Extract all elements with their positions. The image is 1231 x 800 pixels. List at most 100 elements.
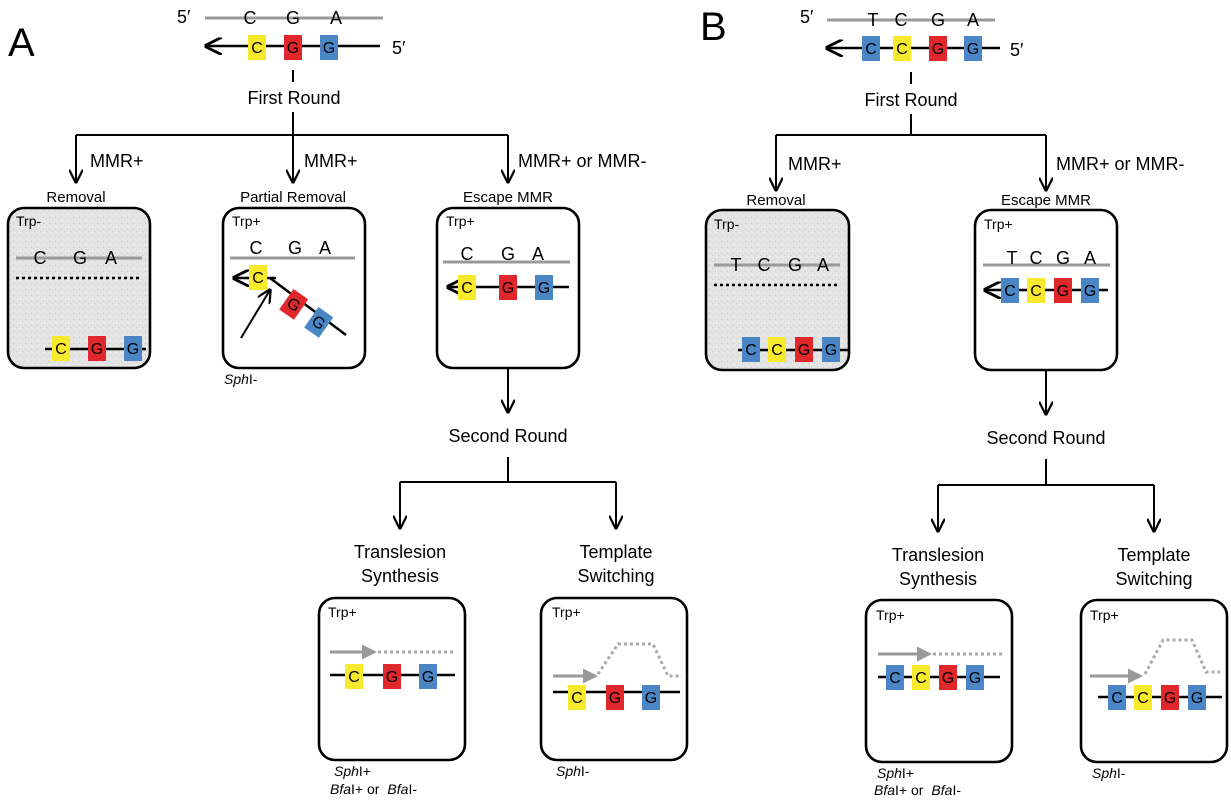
b-removal-a: A: [817, 255, 829, 275]
b-removal-c: C: [758, 255, 771, 275]
b-base-g1: G: [932, 41, 944, 58]
top-lesion-bases: C G G: [248, 35, 338, 60]
b-removal-box: Trp- T C G A C C G G: [704, 208, 851, 372]
panel-b: B 5′ T C G A 5′ C C G G First Round: [700, 5, 1229, 798]
escape-mmr-title: Escape MMR: [463, 189, 553, 206]
ts-box-a: Trp+ C G G: [539, 596, 689, 762]
b-top-base-c: C: [895, 10, 908, 30]
b-escape-t: T: [1007, 248, 1018, 268]
b-trp-minus: Trp-: [714, 216, 739, 232]
second-round-label: Second Round: [448, 426, 567, 446]
b-ts-lesion-g1: G: [1164, 690, 1176, 707]
panel-b-second-branch: [938, 459, 1154, 531]
b-tls-lesion-g1: G: [942, 670, 954, 687]
ts-enzyme: SphI-: [556, 763, 590, 779]
partial-lesion-c: C: [252, 270, 264, 287]
b-ts-label-1: Template: [1117, 545, 1190, 565]
ts-lesion-c: C: [571, 690, 583, 707]
tls-lesion-g2: G: [422, 669, 434, 686]
b-top-base-g: G: [931, 10, 945, 30]
escape-lesion-c: C: [461, 280, 473, 297]
b-ts-lesion-g2: G: [1191, 690, 1203, 707]
b-ts-lesion-c1: C: [1111, 690, 1123, 707]
b-base-c2: C: [896, 41, 908, 58]
b-escape-mmr-title: Escape MMR: [1001, 192, 1091, 209]
b-removal-lesion-c1: C: [745, 342, 757, 359]
partial-removal-title: Partial Removal: [240, 189, 346, 206]
tls-lesion-g: G: [386, 669, 398, 686]
mmr-either-label: MMR+ or MMR-: [518, 151, 647, 171]
b-base-g2: G: [967, 41, 979, 58]
removal-base-c: C: [34, 248, 47, 268]
panel-b-top-duplex: 5′ T C G A 5′ C C G G: [800, 7, 1024, 84]
ts-trp-plus: Trp+: [552, 604, 581, 620]
removal-lesion-c: C: [55, 341, 67, 358]
b-ts-lesion-c2: C: [1137, 690, 1149, 707]
b-mmr-either-label: MMR+ or MMR-: [1056, 154, 1185, 174]
base-g2-label: G: [323, 40, 335, 57]
b-five-prime-top-left: 5′: [800, 7, 814, 27]
base-c-yellow: [248, 35, 266, 60]
base-g-blue: [320, 35, 338, 60]
tls-box-a: Trp+ C G G: [317, 596, 467, 762]
escape-base-a: A: [532, 244, 544, 264]
partial-removal-box: Trp+ C G A C G G: [221, 206, 367, 370]
top-base-a: A: [330, 8, 342, 28]
mmr-plus-label-1: MMR+: [90, 151, 144, 171]
b-escape-lesion-c1: C: [1004, 283, 1016, 300]
tls-label-1: Translesion: [354, 542, 446, 562]
trp-minus-label: Trp-: [16, 213, 41, 229]
ts-lesion-g2: G: [645, 690, 657, 707]
b-tls-lesion-g2: G: [969, 670, 981, 687]
b-escape-c: C: [1030, 248, 1043, 268]
b-ts-box: Trp+ C C G G: [1079, 598, 1229, 764]
trp-plus-label: Trp+: [232, 213, 261, 229]
b-ts-enzyme: SphI-: [1092, 765, 1126, 781]
tls-lesion-c: C: [348, 669, 360, 686]
b-tls-lesion-c2: C: [915, 670, 927, 687]
mmr-plus-label-2: MMR+: [304, 151, 358, 171]
escape-base-c: C: [461, 244, 474, 264]
partial-base-a: A: [319, 238, 331, 258]
partial-base-g: G: [288, 238, 302, 258]
base-g-label: G: [287, 40, 299, 57]
ts-label-1: Template: [579, 542, 652, 562]
b-tls-box: Trp+ C C G G: [864, 598, 1014, 764]
base-g-red: [284, 35, 302, 60]
b-tls-lesion-c1: C: [889, 670, 901, 687]
five-prime-top-right: 5′: [392, 38, 406, 58]
b-removal-title: Removal: [746, 192, 805, 209]
tls-label-2: Synthesis: [361, 566, 439, 586]
b-five-prime-top-right: 5′: [1010, 40, 1024, 60]
panel-a-top-duplex: 5′ C G A 5′ C G G: [177, 7, 406, 82]
escape-mmr-box: Trp+ C G A C G G: [435, 206, 581, 370]
b-tls-label-1: Translesion: [892, 545, 984, 565]
b-escape-mmr-box: Trp+ T C G A C C G G: [973, 208, 1119, 372]
top-base-c: C: [244, 8, 257, 28]
b-escape-a: A: [1084, 248, 1096, 268]
b-mmr-plus-label: MMR+: [788, 154, 842, 174]
escape-trp-plus: Trp+: [446, 213, 475, 229]
b-removal-lesion-g1: G: [798, 342, 810, 359]
b-tls-label-2: Synthesis: [899, 569, 977, 589]
five-prime-top-left: 5′: [177, 7, 191, 27]
b-top-base-t: T: [868, 10, 879, 30]
b-removal-g: G: [788, 255, 802, 275]
tls-enzyme-1: SphI+: [334, 763, 371, 779]
b-removal-lesion-c2: C: [771, 342, 783, 359]
b-escape-g: G: [1056, 248, 1070, 268]
removal-base-a: A: [105, 248, 117, 268]
b-ts-trp-plus: Trp+: [1090, 607, 1119, 623]
b-removal-t: T: [731, 255, 742, 275]
ts-lesion-g: G: [609, 690, 621, 707]
base-c-label: C: [251, 40, 263, 57]
escape-lesion-g2: G: [538, 280, 550, 297]
ts-label-2: Switching: [577, 566, 654, 586]
removal-lesion-g2: G: [127, 341, 139, 358]
panel-a: A 5′ C G A 5′ C G G First Round: [6, 7, 689, 797]
panel-a-second-branch: [400, 457, 616, 528]
excision-arrow: [240, 290, 270, 339]
partial-enzyme-label: SphI-: [224, 371, 258, 387]
b-removal-lesion-g2: G: [825, 342, 837, 359]
